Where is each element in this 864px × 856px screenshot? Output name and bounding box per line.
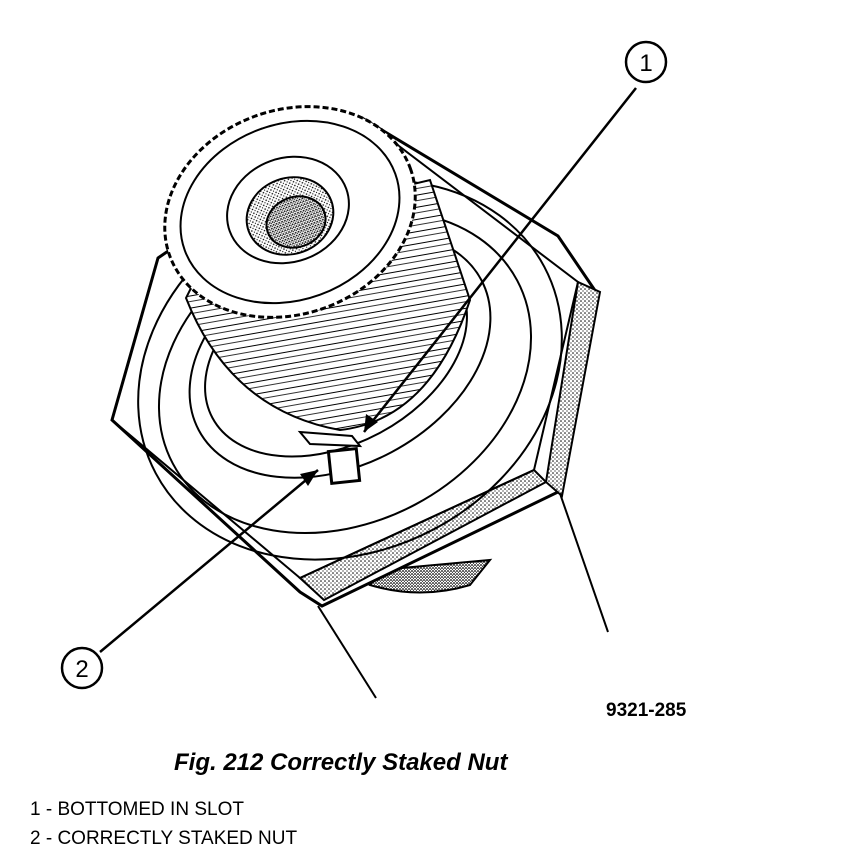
slot [297, 430, 363, 448]
svg-text:2: 2 [75, 656, 88, 683]
legend-item-1: 1 - BOTTOMED IN SLOT [30, 799, 244, 820]
leader-arrow-1 [364, 414, 378, 432]
leader-lines [99, 87, 637, 653]
staked-nut-illustration: 1 2 [60, 40, 668, 699]
callout-1: 1 [624, 40, 668, 84]
legend-item-2: 2 - CORRECTLY STAKED NUT [30, 828, 298, 849]
base-washer [368, 558, 493, 594]
leader-arrow-2 [300, 470, 318, 486]
callout-2: 2 [60, 646, 104, 690]
svg-text:1: 1 [639, 50, 652, 77]
figure-caption: Fig. 212 Correctly Staked Nut [174, 749, 508, 776]
spline-head [163, 105, 417, 319]
legend: 1 - BOTTOMED IN SLOT 2 - CORRECTLY STAKE… [30, 795, 297, 853]
stake-notch [326, 446, 362, 486]
figure-id: 9321-285 [606, 700, 687, 721]
shaft [317, 481, 609, 699]
